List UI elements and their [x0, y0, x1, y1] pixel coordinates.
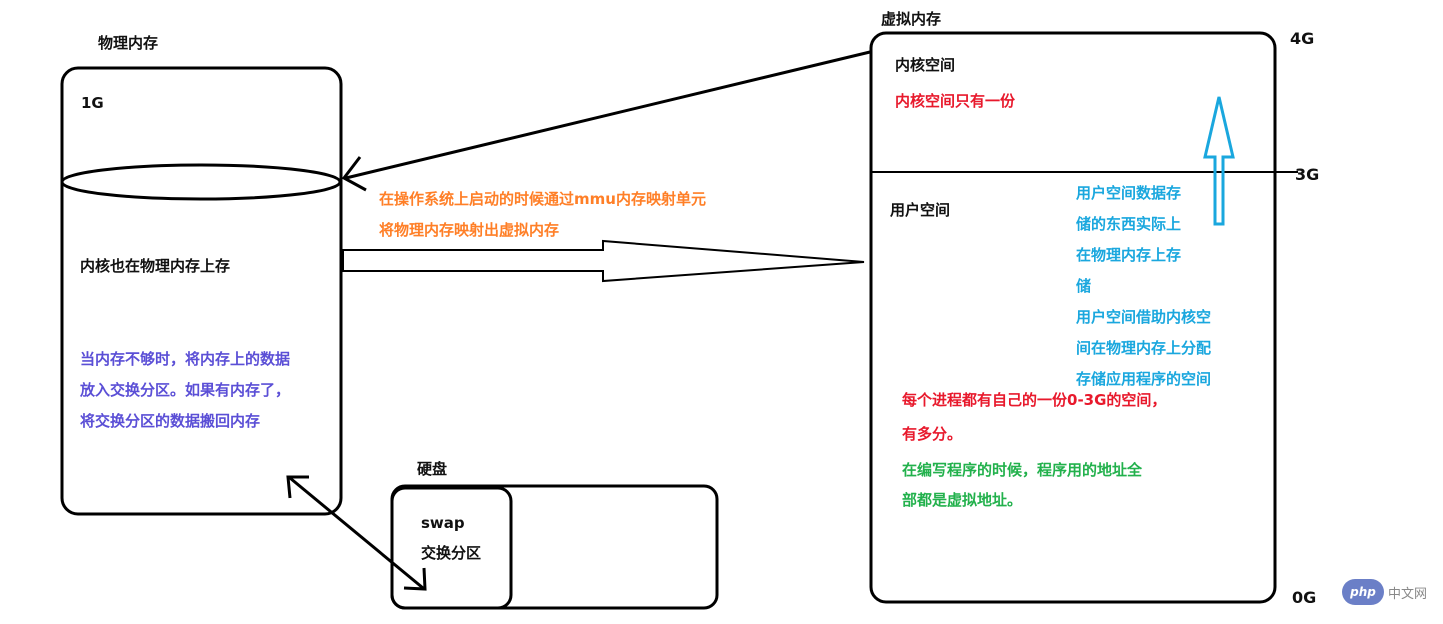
note-line: 在物理内存上存	[1076, 246, 1182, 264]
note-line: 用户空间数据存	[1076, 184, 1182, 202]
mapping-arrow-line	[345, 50, 871, 180]
note-line: 有多分。	[902, 425, 963, 443]
scale-4g-label: 4G	[1290, 29, 1315, 48]
swap-partition-box	[390, 486, 513, 610]
user-space-note: 用户空间数据存 储的东西实际上 在物理内存上存 储 用户空间借助内核空 间在物理…	[1076, 178, 1211, 395]
note-line: 在操作系统上启动的时候通过mmu内存映射单元	[379, 190, 706, 208]
swap-arrow-head-top	[286, 475, 309, 499]
swap-label: swap	[421, 514, 465, 532]
swap-arrow-head-bottom	[403, 567, 427, 591]
note-line: 当内存不够时，将内存上的数据	[80, 350, 291, 368]
note-line: 将物理内存映射出虚拟内存	[379, 221, 560, 239]
swap-explanation-note: 当内存不够时，将内存上的数据 放入交换分区。如果有内存了， 将交换分区的数据搬回…	[80, 344, 290, 437]
virtual-memory-box	[869, 31, 1277, 604]
user-space-label: 用户空间	[890, 201, 951, 219]
process-space-note: 每个进程都有自己的一份0-3G的空间， 有多分。	[902, 383, 1166, 451]
note-line: 用户空间借助内核空	[1076, 308, 1212, 326]
physical-memory-title: 物理内存	[98, 34, 159, 52]
virtual-memory-title: 虚拟内存	[881, 10, 942, 28]
kernel-region-ellipse	[60, 163, 342, 201]
note-line: 部都是虚拟地址。	[902, 491, 1023, 509]
note-line: 在编写程序的时候，程序用的地址全	[902, 461, 1143, 479]
mmu-mapping-note: 在操作系统上启动的时候通过mmu内存映射单元 将物理内存映射出虚拟内存	[379, 184, 706, 246]
disk-title: 硬盘	[417, 460, 448, 478]
php-logo-icon: php	[1342, 579, 1384, 605]
physical-memory-box	[60, 66, 343, 516]
cyan-up-arrow	[1203, 96, 1235, 226]
kernel-in-physical-label: 内核也在物理内存上存	[80, 257, 231, 275]
note-line: 每个进程都有自己的一份0-3G的空间，	[902, 391, 1167, 409]
swap-partition-label: 交换分区	[421, 544, 482, 562]
kernel-space-note: 内核空间只有一份	[895, 92, 1016, 110]
swap-exchange-arrow	[289, 476, 424, 590]
note-line: 储的东西实际上	[1076, 215, 1182, 233]
kernel-space-label: 内核空间	[895, 56, 956, 74]
note-line: 将交换分区的数据搬回内存	[80, 412, 261, 430]
virtual-address-note: 在编写程序的时候，程序用的地址全 部都是虚拟地址。	[902, 455, 1142, 515]
site-watermark: php 中文网	[1342, 576, 1427, 608]
scale-0g-label: 0G	[1292, 588, 1317, 607]
scale-3g-label: 3G	[1295, 165, 1320, 184]
mapping-arrow-head	[341, 156, 367, 192]
watermark-text: 中文网	[1388, 586, 1428, 602]
hollow-arrow-to-user-space	[342, 239, 865, 283]
physical-memory-size-label: 1G	[81, 94, 104, 112]
note-line: 放入交换分区。如果有内存了，	[80, 381, 291, 399]
note-line: 储	[1076, 277, 1092, 295]
note-line: 间在物理内存上分配	[1076, 339, 1212, 357]
note-line: 存储应用程序的空间	[1076, 370, 1212, 388]
